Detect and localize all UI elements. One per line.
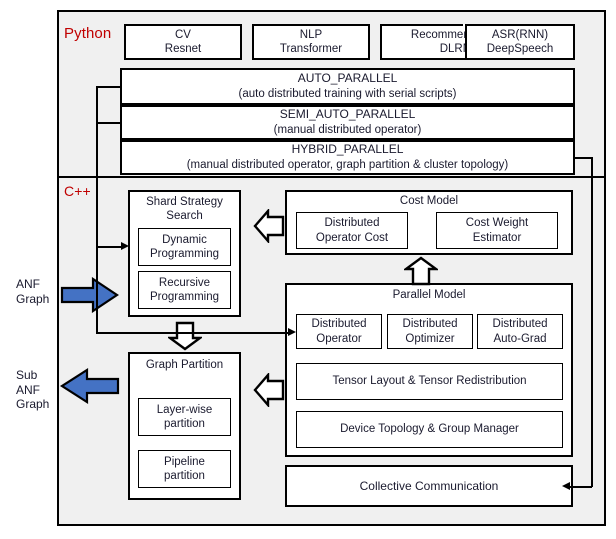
- box-recursive-programming[interactable]: Recursive Programming: [138, 271, 231, 309]
- connector-hybrid-right-stub: [573, 157, 593, 159]
- connector-auto-parallel-stub: [96, 86, 122, 88]
- box-tensor-layout-redistribution-label: Tensor Layout & Tensor Redistribution: [332, 375, 527, 388]
- sub-anf-graph-label: Sub ANF Graph: [16, 368, 50, 412]
- connector-to-parallel-model: [96, 332, 292, 334]
- connector-semi-auto-parallel-stub: [96, 122, 122, 124]
- box-distributed-optimizer[interactable]: Distributed Optimizer: [387, 314, 473, 349]
- mode-box-semi-auto-parallel[interactable]: SEMI_AUTO_PARALLEL (manual distributed o…: [120, 105, 575, 140]
- box-layer-wise-partition[interactable]: Layer-wise partition: [138, 398, 231, 436]
- hollow-left-arrow-cost-to-shard-icon: [253, 209, 285, 243]
- hollow-left-arrow-parallel-to-partition-icon: [253, 373, 285, 407]
- arrowhead-to-shard-strategy: [121, 242, 129, 250]
- group-title-graph-partition: Graph Partition: [145, 359, 224, 371]
- box-dynamic-programming-label: Dynamic Programming: [149, 233, 220, 260]
- box-distributed-operator[interactable]: Distributed Operator: [296, 314, 382, 349]
- box-distributed-operator-label: Distributed Operator: [311, 318, 367, 345]
- mode-name-semi-auto-parallel: SEMI_AUTO_PARALLEL: [279, 107, 416, 122]
- box-cost-weight-estimator-label: Cost Weight Estimator: [465, 217, 529, 244]
- box-collective-communication[interactable]: Collective Communication: [285, 465, 573, 507]
- group-title-cost-model: Cost Model: [399, 195, 459, 207]
- hollow-up-arrow-parallel-to-cost-icon: [404, 256, 438, 286]
- model-box-asr[interactable]: ASR(RNN)DeepSpeech: [465, 24, 575, 60]
- blue-left-arrow-icon: [59, 368, 120, 404]
- mode-desc-hybrid-parallel: (manual distributed operator, graph part…: [186, 158, 509, 171]
- connector-right-vertical: [591, 157, 593, 487]
- box-distributed-operator-cost[interactable]: Distributed Operator Cost: [296, 212, 408, 249]
- box-pipeline-partition[interactable]: Pipeline partition: [138, 450, 231, 488]
- mode-name-hybrid-parallel: HYBRID_PARALLEL: [291, 142, 404, 157]
- box-cost-weight-estimator[interactable]: Cost Weight Estimator: [436, 212, 558, 249]
- cpp-band-label: C++: [64, 183, 91, 199]
- box-distributed-operator-cost-label: Distributed Operator Cost: [315, 217, 389, 244]
- mode-desc-auto-parallel: (auto distributed training with serial s…: [238, 87, 457, 100]
- group-title-shard-strategy-search: Shard Strategy Search: [146, 196, 223, 222]
- box-recursive-programming-label: Recursive Programming: [149, 276, 220, 303]
- box-dynamic-programming[interactable]: Dynamic Programming: [138, 228, 231, 266]
- box-tensor-layout-redistribution[interactable]: Tensor Layout & Tensor Redistribution: [296, 363, 563, 400]
- box-distributed-auto-grad-label: Distributed Auto-Grad: [492, 318, 548, 345]
- box-device-topology-group-manager-label: Device Topology & Group Manager: [340, 423, 519, 436]
- arrowhead-to-collective-communication: [562, 482, 570, 490]
- python-band-label: Python: [64, 25, 112, 42]
- mode-box-auto-parallel[interactable]: AUTO_PARALLEL (auto distributed training…: [120, 68, 575, 105]
- box-layer-wise-partition-label: Layer-wise partition: [156, 403, 213, 430]
- box-distributed-auto-grad[interactable]: Distributed Auto-Grad: [477, 314, 563, 349]
- arrowhead-to-parallel-model: [288, 328, 296, 336]
- anf-graph-label: ANF Graph: [16, 277, 50, 306]
- hollow-down-arrow-shard-to-partition-icon: [168, 321, 202, 351]
- connector-to-collective-communication: [566, 486, 592, 488]
- group-title-parallel-model: Parallel Model: [392, 289, 466, 301]
- mode-desc-semi-auto-parallel: (manual distributed operator): [273, 123, 422, 136]
- box-collective-communication-label: Collective Communication: [359, 478, 499, 493]
- mode-box-hybrid-parallel[interactable]: HYBRID_PARALLEL (manual distributed oper…: [120, 140, 575, 175]
- connector-vertical-spine: [96, 86, 98, 334]
- box-distributed-optimizer-label: Distributed Optimizer: [402, 318, 458, 345]
- box-device-topology-group-manager[interactable]: Device Topology & Group Manager: [296, 411, 563, 448]
- model-box-asr-label: ASR(RNN)DeepSpeech: [486, 28, 554, 55]
- mode-name-auto-parallel: AUTO_PARALLEL: [297, 71, 398, 86]
- connector-to-shard-strategy: [96, 246, 123, 248]
- blue-right-arrow-icon: [60, 277, 119, 313]
- box-pipeline-partition-label: Pipeline partition: [164, 455, 205, 482]
